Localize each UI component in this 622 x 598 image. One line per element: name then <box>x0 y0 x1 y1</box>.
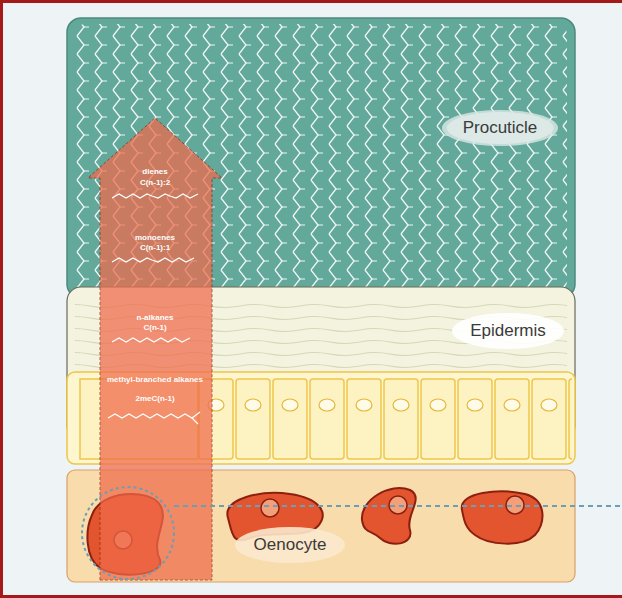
formula: C(n-1):2 <box>103 178 207 187</box>
formula: C(n-1) <box>103 323 207 332</box>
class-name: monoenes <box>103 233 207 242</box>
procuticle-label: Procuticle <box>447 112 554 144</box>
class-name: methyl-branched alkanes <box>103 375 207 384</box>
formula: C(n-1):1 <box>103 243 207 252</box>
formula: 2meC(n-1) <box>103 394 207 403</box>
procuticle-layer: Procuticle <box>67 18 575 298</box>
class-name: dienes <box>103 167 207 176</box>
transport-arrow: dienesC(n-1):2 monoenesC(n-1):1 n-alkanesC… <box>88 118 222 580</box>
class-name: n-alkanes <box>103 313 207 322</box>
epidermis-layer: Epidermis <box>67 287 575 440</box>
oenocyte-label: Oenocyte <box>238 529 343 561</box>
epidermis-label: Epidermis <box>454 315 562 347</box>
oenocyte-layer: Oenocyte <box>67 470 575 582</box>
